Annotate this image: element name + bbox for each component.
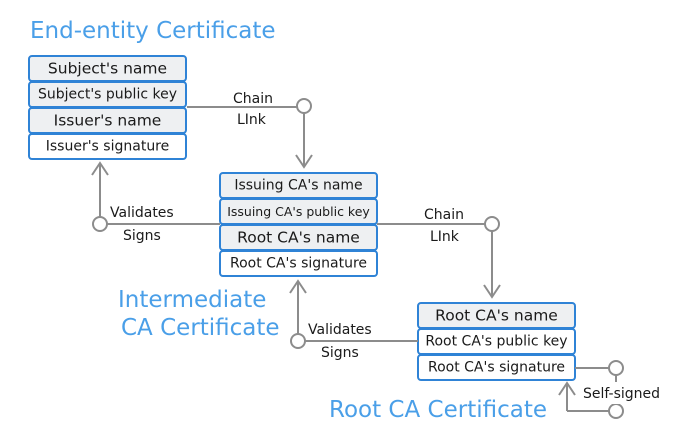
chain-link-2-arrow-icon bbox=[483, 284, 501, 299]
self-signed-node-top bbox=[608, 360, 624, 376]
field-root-ca-signature: Root CA's signature bbox=[230, 256, 367, 272]
validates-link-2: Validates Signs bbox=[289, 279, 418, 361]
intermediate-ca-certificate: Intermediate CA Certificate Issuing CA's… bbox=[118, 172, 378, 341]
field-issuing-ca-public-key: Issuing CA's public key bbox=[227, 204, 370, 219]
validates-link-2-node bbox=[290, 333, 306, 349]
field-box-issuer-signature bbox=[28, 133, 187, 160]
field-root-name: Root CA's name bbox=[435, 307, 558, 325]
chain-link-2-label-line2: LInk bbox=[430, 229, 460, 245]
field-root-signature: Root CA's signature bbox=[428, 360, 565, 376]
chain-link-1-node bbox=[296, 98, 312, 114]
field-root-public-key: Root CA's public key bbox=[425, 334, 567, 350]
field-issuer-name: Issuer's name bbox=[54, 112, 162, 130]
chain-link-2-node bbox=[484, 216, 500, 232]
chain-link-2: Chain LInk bbox=[377, 207, 501, 299]
validates-link-1: Validates Signs bbox=[91, 161, 220, 244]
validates-link-1-node bbox=[92, 216, 108, 232]
chain-link-1: Chain LInk bbox=[187, 91, 313, 169]
self-signed-label-bg bbox=[578, 382, 668, 404]
field-subject-name: Subject's name bbox=[48, 60, 167, 78]
validates-link-2-label-line2: Signs bbox=[321, 345, 359, 361]
field-box-root-ca-signature bbox=[219, 250, 378, 277]
validates-link-2-arrow-icon bbox=[289, 279, 307, 294]
self-signed-arrow-icon bbox=[558, 381, 576, 396]
validates-link-1-label-line1: Validates bbox=[110, 205, 174, 221]
root-title: Root CA Certificate bbox=[329, 397, 547, 423]
field-subject-public-key: Subject's public key bbox=[38, 87, 177, 103]
end-entity-title: End-entity Certificate bbox=[30, 18, 276, 44]
root-fields: Root CA's name Root CA's public key Root… bbox=[417, 302, 576, 381]
field-root-ca-name: Root CA's name bbox=[237, 229, 360, 247]
end-entity-certificate: End-entity Certificate Subject's name Su… bbox=[28, 18, 276, 160]
self-signed-loop: Self-signed bbox=[558, 360, 668, 419]
intermediate-title-line1: Intermediate bbox=[118, 287, 266, 313]
validates-link-1-label-line2: Signs bbox=[123, 228, 161, 244]
validates-link-2-label-line1: Validates bbox=[308, 322, 372, 338]
intermediate-fields: Issuing CA's name Issuing CA's public ke… bbox=[219, 172, 378, 277]
self-signed-node-bottom bbox=[608, 403, 624, 419]
root-ca-certificate: Root CA Certificate Root CA's name Root … bbox=[329, 302, 576, 423]
field-issuing-ca-name: Issuing CA's name bbox=[234, 178, 362, 194]
chain-link-1-arrow-icon bbox=[295, 154, 313, 169]
field-issuer-signature: Issuer's signature bbox=[46, 139, 170, 155]
chain-link-1-label-line1: Chain bbox=[233, 91, 273, 107]
chain-link-2-label-line1: Chain bbox=[424, 207, 464, 223]
self-signed-label: Self-signed bbox=[583, 386, 660, 402]
intermediate-title-line2: CA Certificate bbox=[121, 315, 280, 341]
chain-link-1-label-line2: LInk bbox=[237, 112, 267, 128]
validates-link-1-arrow-icon bbox=[91, 161, 109, 176]
end-entity-fields: Subject's name Subject's public key Issu… bbox=[28, 55, 187, 160]
